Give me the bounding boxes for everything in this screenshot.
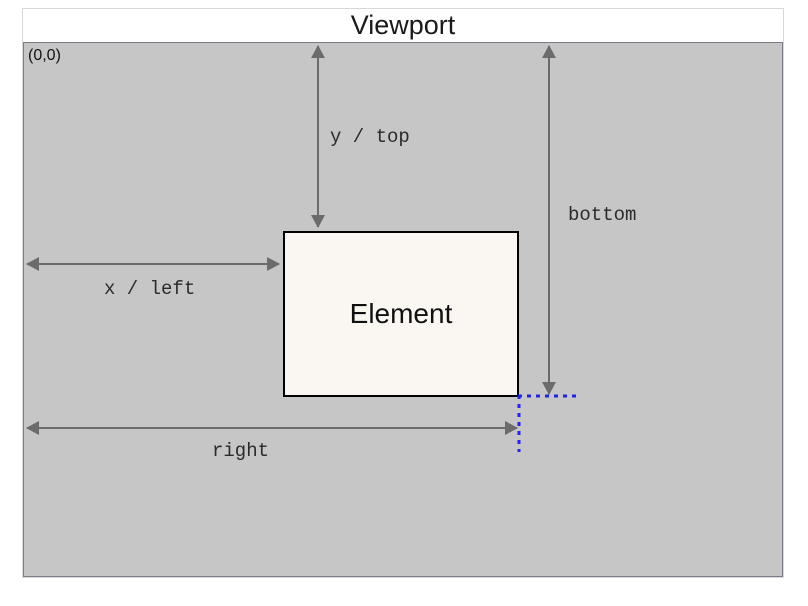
label-y-top: y / top xyxy=(330,126,410,148)
label-bottom: bottom xyxy=(568,204,637,226)
label-right: right xyxy=(212,440,270,462)
page-title: Viewport xyxy=(350,10,456,40)
element-box xyxy=(283,231,519,397)
origin-coordinate-label: (0,0) xyxy=(28,47,61,64)
element-label: Element xyxy=(349,298,453,329)
label-x-left: x / left xyxy=(104,278,196,300)
